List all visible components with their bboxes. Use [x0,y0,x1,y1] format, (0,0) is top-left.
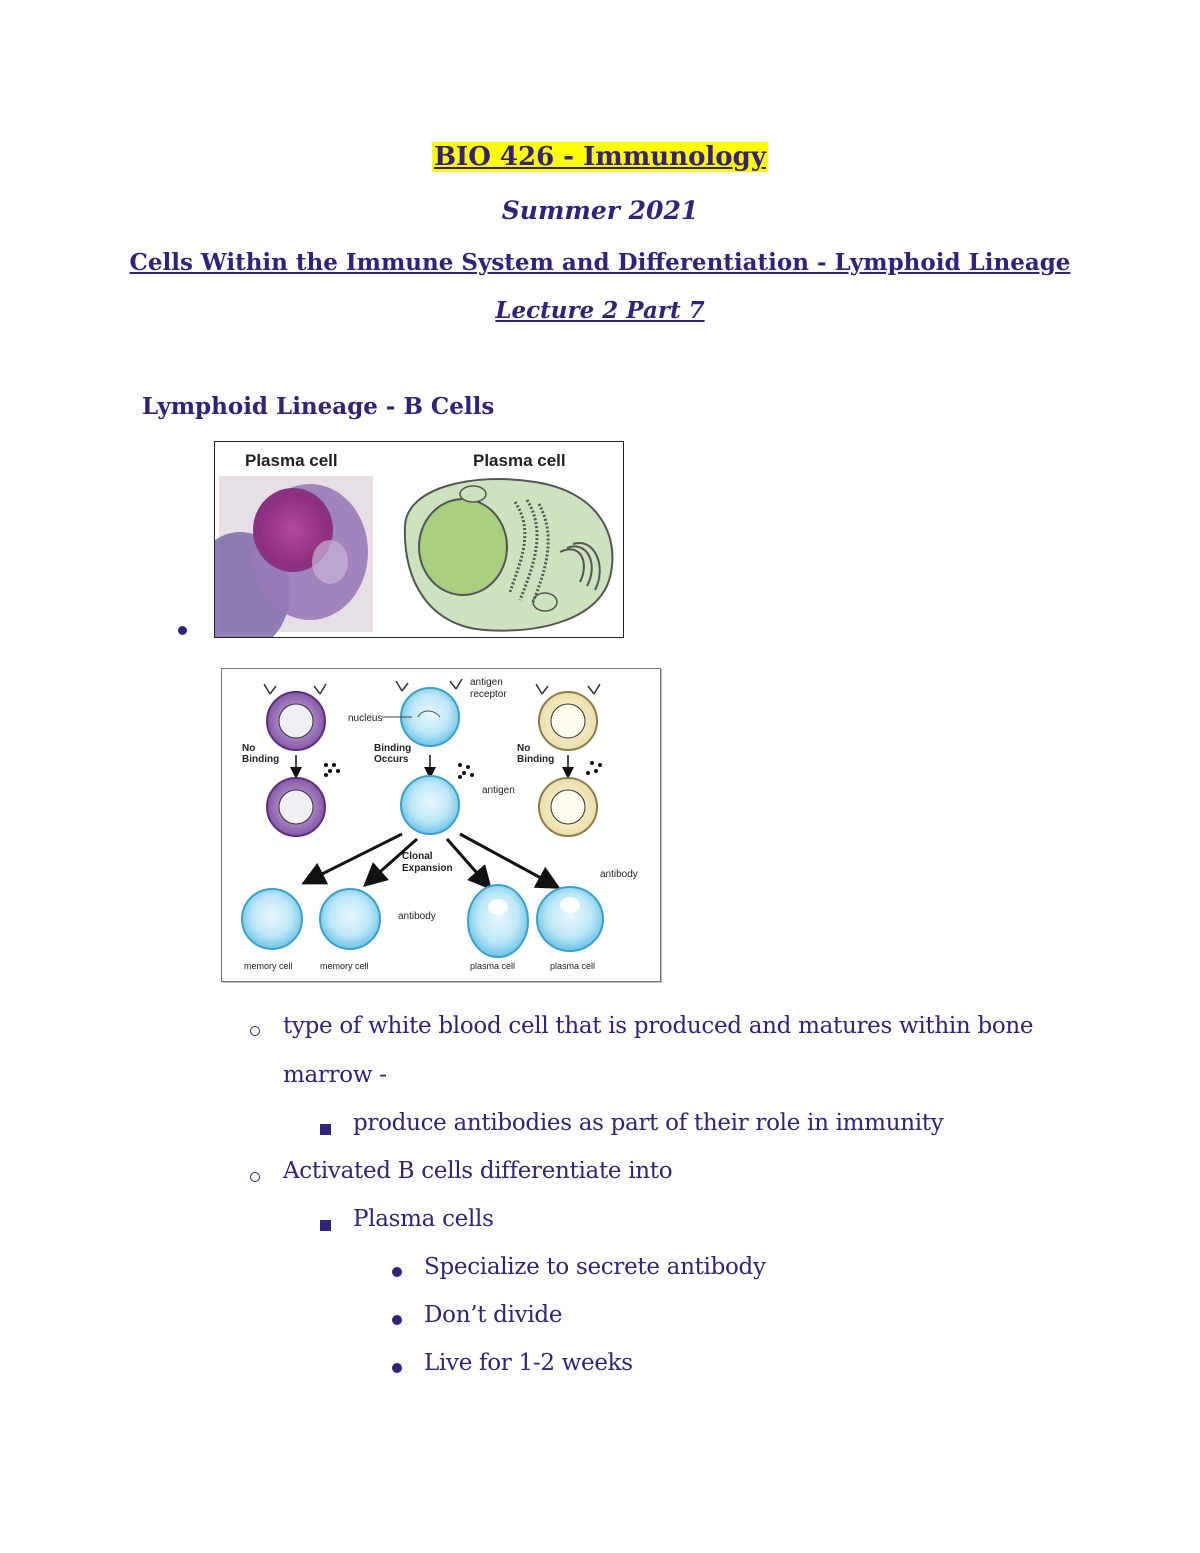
plasma-cell-blue-1 [467,884,529,958]
plasma-cell-blue-2 [536,886,604,952]
svg-text:memory cell: memory cell [244,961,293,971]
plasma-cell-figure: Plasma cell Plasma cell [190,441,624,652]
svg-text:antibody: antibody [398,911,436,922]
svg-text:plasma cell: plasma cell [550,961,595,971]
note-secrete: Specialize to secrete antibody [424,1254,766,1280]
svg-text:Clonal: Clonal [402,851,433,862]
term-subtitle: Summer 2021 [501,196,699,225]
memory-cell-1 [241,888,303,950]
filled-bullet-icon [392,1267,402,1277]
blue-b-cell-top [395,678,463,747]
svg-text:No: No [242,743,255,754]
plasma-cell-label-left: Plasma cell [245,451,338,470]
svg-text:Binding: Binding [242,754,279,765]
svg-text:receptor: receptor [470,689,507,700]
svg-text:Occurs: Occurs [374,754,409,765]
note-activated: Activated B cells differentiate into [283,1158,673,1184]
purple-b-cell-top [263,683,327,751]
lecture-title: Lecture 2 Part 7 [495,297,705,324]
svg-text:antigen: antigen [482,785,515,796]
svg-text:memory cell: memory cell [320,961,369,971]
hollow-bullet-icon [250,1026,260,1036]
memory-cell-2 [319,888,381,950]
blue-b-cell-activated [400,775,460,835]
svg-text:No: No [517,743,530,754]
purple-b-cell-bottom [266,777,326,837]
filled-bullet-icon [392,1363,402,1373]
topic-title: Cells Within the Immune System and Diffe… [129,249,1071,276]
note-plasma-cells: Plasma cells [353,1206,494,1232]
svg-text:Binding: Binding [374,743,411,754]
hollow-bullet-icon [250,1172,260,1182]
square-bullet-icon [320,1220,331,1231]
clonal-selection-diagram: No Binding Binding Occurs No Binding ant… [241,677,638,971]
plasma-cell-illustration: Plasma cell Plasma cell [190,451,614,652]
cream-b-cell-top [535,683,601,751]
svg-text:antibody: antibody [600,869,638,880]
svg-text:Expansion: Expansion [402,863,453,874]
svg-text:antigen: antigen [470,677,503,688]
note-wbc-line2: marrow - [283,1062,387,1088]
note-divide: Don’t divide [424,1302,563,1328]
bullet-dot-icon [178,626,187,635]
course-title-text: BIO 426 - Immunology [432,142,768,172]
square-bullet-icon [320,1124,331,1135]
note-antibodies: produce antibodies as part of their role… [353,1110,944,1136]
cream-b-cell-bottom [538,777,598,837]
clonal-selection-figure: No Binding Binding Occurs No Binding ant… [221,668,661,982]
note-live: Live for 1-2 weeks [424,1350,633,1376]
svg-text:nucleus: nucleus [348,713,382,724]
svg-text:plasma cell: plasma cell [470,961,515,971]
note-wbc-line1: type of white blood cell that is produce… [283,1013,1034,1039]
svg-text:Binding: Binding [517,754,554,765]
section-heading: Lymphoid Lineage - B Cells [142,393,495,420]
filled-bullet-icon [392,1315,402,1325]
course-title: BIO 426 - Immunology [0,142,1200,172]
plasma-cell-label-right: Plasma cell [473,451,566,470]
